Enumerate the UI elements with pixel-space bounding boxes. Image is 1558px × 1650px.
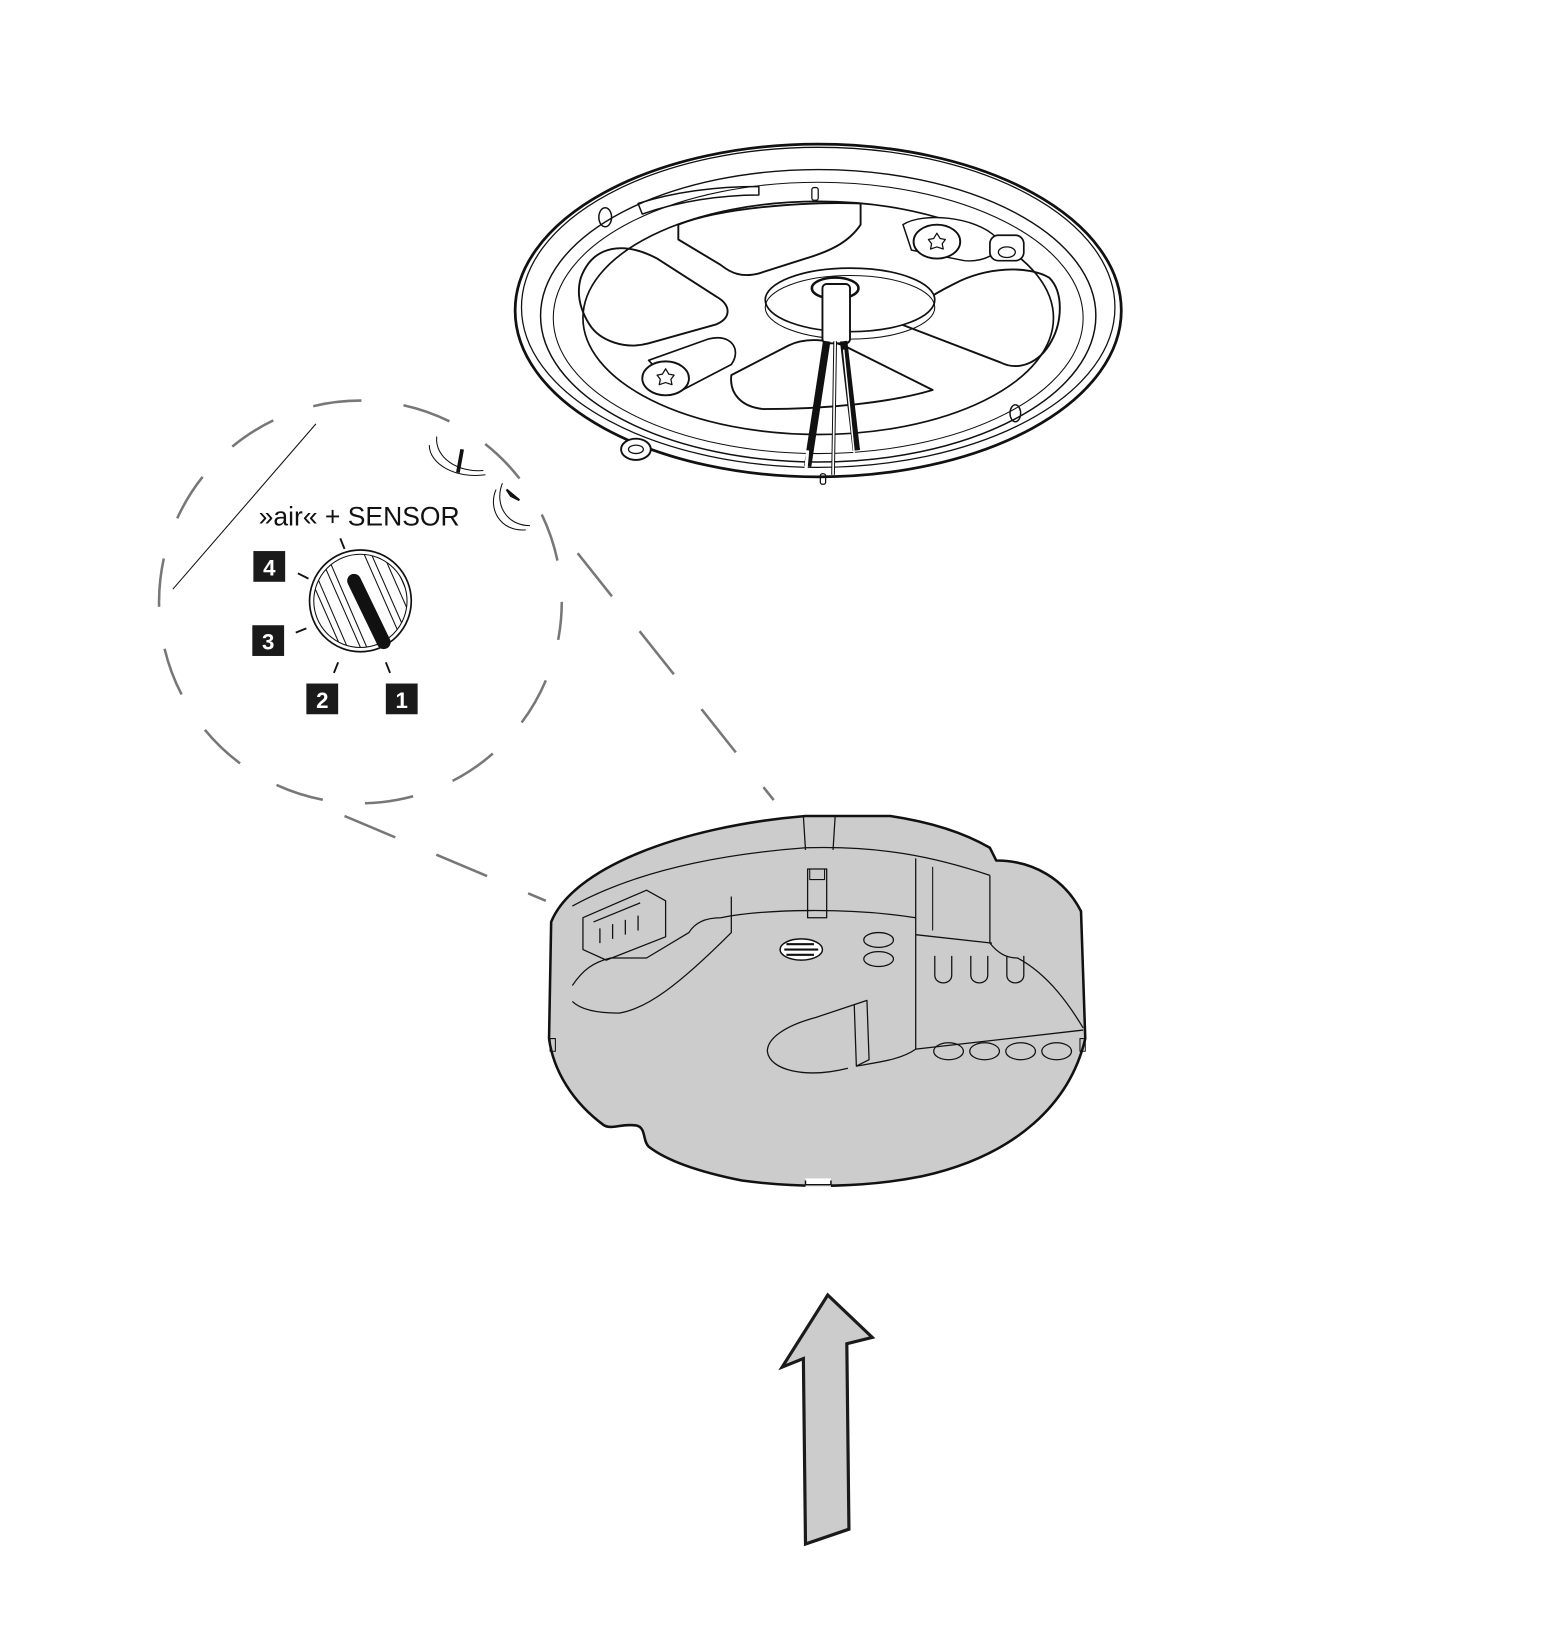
svg-text:4: 4 bbox=[263, 555, 276, 580]
vent-holes bbox=[933, 1042, 1073, 1061]
svg-text:2: 2 bbox=[316, 688, 328, 713]
sensor-grille bbox=[779, 938, 824, 961]
callout-magnifier: »air« + SENSOR 4 bbox=[157, 399, 775, 902]
dial-pointer-icon bbox=[347, 573, 391, 650]
callout-label: »air« + SENSOR bbox=[259, 502, 460, 532]
connector-block bbox=[582, 889, 667, 961]
svg-text:3: 3 bbox=[262, 630, 274, 655]
position-badge-4: 4 bbox=[253, 551, 286, 582]
led-row bbox=[934, 955, 1025, 984]
ceiling-base-plate bbox=[513, 142, 1123, 485]
position-badge-3: 3 bbox=[252, 625, 285, 656]
screw-left bbox=[641, 336, 737, 397]
sensor-module bbox=[547, 814, 1087, 1188]
screw-right bbox=[902, 216, 1025, 262]
selector-dial bbox=[295, 537, 413, 674]
wire-bundle bbox=[803, 340, 861, 475]
svg-text:1: 1 bbox=[396, 688, 408, 713]
position-badge-2: 2 bbox=[306, 683, 339, 715]
arrow-up-icon bbox=[778, 1292, 876, 1547]
position-badge-1: 1 bbox=[385, 683, 418, 715]
